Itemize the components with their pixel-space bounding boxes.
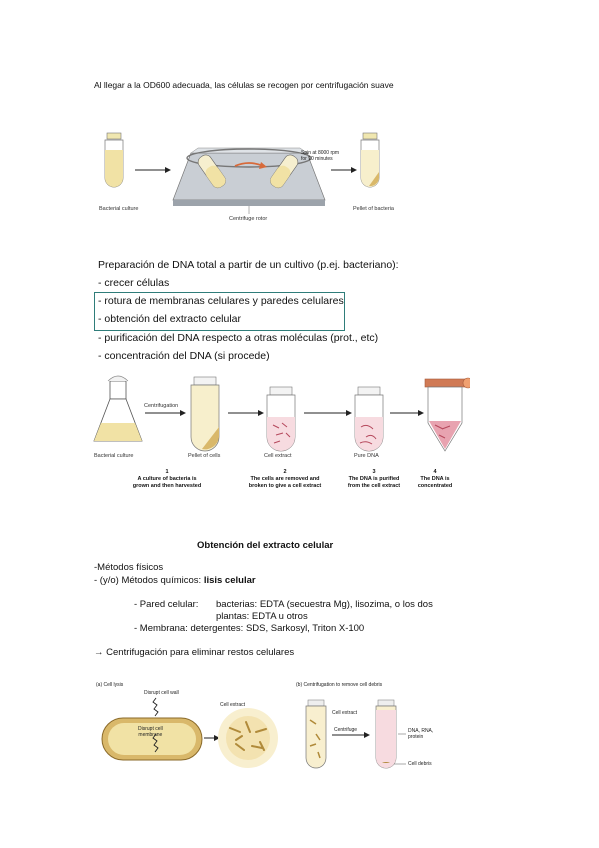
label-centrifuge-rotor: Centrifuge rotor: [229, 216, 268, 222]
membrana-text: - Membrana: detergentes: SDS, Sarkosyl, …: [134, 623, 365, 634]
intro-text: Al llegar a la OD600 adecuada, las célul…: [94, 80, 394, 90]
prep-item-3: - obtención del extracto celular: [98, 313, 241, 325]
step-1-text: A culture of bacteria is grown and then …: [132, 476, 202, 489]
pared-label: - Pared celular:: [134, 599, 199, 610]
label-centrifugation: Centrifugation: [144, 403, 179, 409]
label-cell-extract-a: Cell extract: [220, 702, 246, 708]
label-dna-rna-protein: DNA, RNA, protein: [408, 728, 434, 740]
prep-item-2: - rotura de membranas celulares y parede…: [98, 295, 344, 307]
lysis-illustration: [101, 697, 406, 769]
figure-lysis: (a) Cell lysis Disrupt cell wall Disrupt…: [96, 680, 456, 780]
label-pure-dna: Pure DNA: [354, 453, 379, 459]
label-a-cell-lysis: (a) Cell lysis: [96, 682, 124, 688]
prep-title: Preparación de DNA total a partir de un …: [98, 259, 399, 271]
prep-item-5: - concentración del DNA (si procede): [98, 350, 270, 362]
step-4-text: The DNA is concentrated: [417, 476, 453, 489]
label-cell-extract-b: Cell extract: [332, 710, 358, 716]
step-3: 3 The DNA is purified from the cell extr…: [326, 469, 422, 490]
extract-line-2a: - (y/o) Métodos químicos:: [94, 575, 204, 586]
label-pellet-cells: Pellet of cells: [188, 453, 221, 459]
pared-text-1: bacterias: EDTA (secuestra Mg), lisozima…: [216, 599, 433, 610]
label-disrupt-wall: Disrupt cell wall: [144, 690, 179, 696]
step-1: 1 A culture of bacteria is grown and the…: [112, 469, 222, 490]
extract-line-2: - (y/o) Métodos químicos: lisis celular: [94, 575, 256, 586]
extract-line-1: -Métodos físicos: [94, 562, 164, 573]
label-centrifuge: Centrifuge: [334, 727, 358, 733]
extract-line-2b: lisis celular: [203, 575, 256, 586]
label-disrupt-membrane: Disrupt cell membrane: [138, 726, 163, 738]
prep-item-1: - crecer células: [98, 277, 170, 289]
centrifugation-note: → Centrifugación para eliminar restos ce…: [94, 647, 295, 658]
step-2: 2 The cells are removed and broken to gi…: [230, 469, 340, 490]
label-cell-debris: Cell debris: [408, 761, 432, 767]
label-bacterial-culture: Bacterial culture: [99, 206, 139, 212]
step-2-text: The cells are removed and broken to give…: [248, 476, 322, 489]
label-pellet-bacteria: Pellet of bacteria: [353, 206, 394, 212]
centrifuge-illustration: [104, 132, 380, 214]
step-4-number: 4: [433, 469, 437, 475]
step-3-text: The DNA is purified from the cell extrac…: [347, 476, 401, 489]
figure-centrifuge: Bacterial culture Spin at 8000 rpm for 1…: [95, 128, 395, 223]
step-3-number: 3: [372, 469, 376, 475]
extract-title: Obtención del extracto celular: [197, 540, 334, 551]
pared-text-2: plantas: EDTA u otros: [216, 611, 308, 622]
step-4: 4 The DNA is concentrated: [408, 469, 462, 490]
label-bacterial-culture-2: Bacterial culture: [94, 453, 134, 459]
step-1-number: 1: [165, 469, 169, 475]
label-spin: Spin at 8000 rpm for 10 minutes: [301, 150, 340, 162]
highlight-box: [94, 292, 345, 331]
label-b-centrifugation: (b) Centrifugation to remove cell debris: [296, 682, 383, 688]
label-cell-extract: Cell extract: [264, 453, 292, 459]
prep-item-4: - purificación del DNA respecto a otras …: [98, 332, 379, 344]
figure-dna-workflow: Bacterial culture Pellet of cells Cell e…: [90, 373, 474, 508]
dna-workflow-illustration: [93, 375, 474, 452]
step-2-number: 2: [283, 469, 287, 475]
